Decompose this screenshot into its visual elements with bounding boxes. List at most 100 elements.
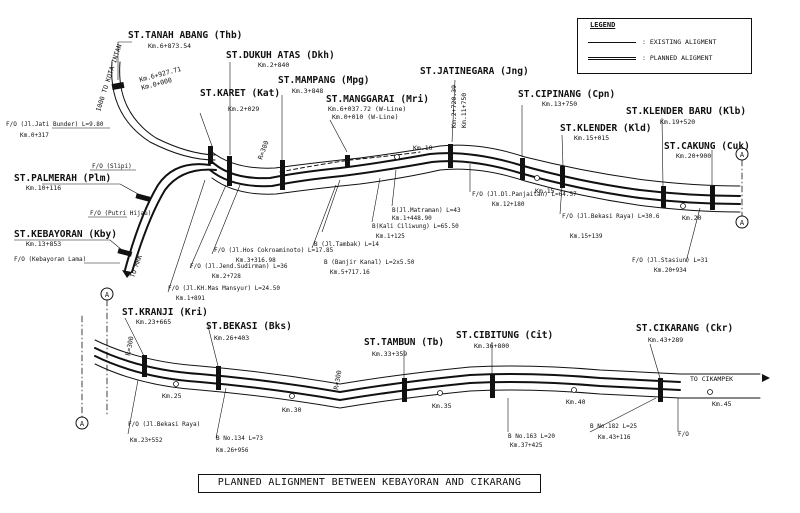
station-km: Km.19+520 (660, 118, 695, 126)
station-name: ST.TAMBUN (Tb) (364, 337, 444, 348)
leader-line (329, 119, 348, 153)
crossing-label: B(Jl.Matraman) L=43 (392, 207, 461, 214)
crossing-label: Km.23+552 (130, 437, 163, 444)
station-bar (345, 155, 350, 167)
station-km: Km.36+800 (474, 342, 509, 350)
station-km: Km.2+029 (228, 105, 259, 113)
leader-line (117, 41, 132, 80)
legend-existing-swatch (588, 42, 636, 43)
station-bar (111, 82, 125, 90)
crossing-label: Km.2+728 (212, 273, 241, 280)
station-km: Km.13+853 (26, 240, 61, 248)
km-post (571, 387, 577, 393)
crossing-label: F/O (Slipi) (92, 163, 132, 170)
km-post (707, 389, 713, 395)
station-km: Km.0+010 (W-Line) (332, 113, 399, 121)
station-km: Km.3+848 (292, 87, 323, 95)
km-post (534, 175, 540, 181)
crossing-label: Km.12+180 (492, 201, 525, 208)
legend-planned: : PLANNED ALIGMENT (584, 54, 749, 64)
crossing-label: F/O (Jl.Jati Bunder) L=9.80 (6, 121, 104, 128)
track-planned (94, 355, 681, 402)
track-existing (94, 339, 761, 385)
crossing-label: B (Jl.Tambak) L=14 (314, 241, 379, 248)
crossing-label: B(Kali Ciliwung) L=65.50 (372, 223, 459, 230)
km-post-label: Km.15 (535, 187, 555, 195)
station-bar (661, 186, 666, 208)
station-km: Km.6+037.72 (W-Line) (328, 105, 406, 113)
km-post-label: Km.10 (413, 144, 433, 152)
direction-label: TO MRK (128, 254, 144, 279)
leader-line (124, 317, 145, 357)
station-bar (520, 158, 525, 180)
leader-line (561, 134, 564, 167)
km-post (394, 154, 400, 160)
leader-line (661, 117, 664, 187)
station-bar (216, 366, 221, 390)
station-km: Km.33+359 (372, 350, 407, 358)
radius-label: R=300 (256, 139, 270, 160)
crossing-label: Km.37+425 (510, 442, 543, 449)
km-post-label: Km.45 (712, 400, 732, 408)
crossing-label: B No.182 L=25 (590, 423, 637, 430)
crossing-label: F/O (678, 431, 689, 438)
leader-line (589, 397, 657, 433)
radius-label: R=300 (332, 370, 343, 391)
station-bar (117, 248, 133, 257)
station-name: ST.PALMERAH (Plm) (14, 173, 111, 184)
km-post (437, 390, 443, 396)
station-km: Km.15+015 (574, 134, 609, 142)
km-post (289, 393, 295, 399)
diagram-title: PLANNED ALIGNMENT BETWEEN KEBAYORAN AND … (198, 474, 541, 493)
leader-line (211, 184, 241, 255)
leader-line (14, 239, 123, 251)
station-km: Km.20+900 (676, 152, 711, 160)
km-post (680, 203, 686, 209)
crossing-label: F/O (Jl.Bekasi Raya) L=30.6 (562, 213, 660, 220)
km-post-label: Km.35 (432, 402, 452, 410)
track-existing (111, 61, 216, 161)
station-km: Km.11+750 (460, 93, 468, 128)
station-bar (280, 160, 285, 190)
crossing-label: B No.134 L=73 (216, 435, 263, 442)
match-mark-label: A (80, 420, 85, 428)
leader-line (311, 184, 337, 249)
station-name: ST.KARET (Kat) (200, 88, 280, 99)
crossing-label: F/O (Jl.Dl.Panjaitan) L=64.57 (472, 191, 577, 198)
leader-line (167, 179, 206, 293)
match-mark (75, 416, 89, 430)
station-bar (227, 156, 232, 186)
crossing-label: F/O (Jl.Stasiun) L=31 (632, 257, 708, 264)
station-name: ST.KLENDER (Kld) (560, 123, 652, 134)
station-km: Km.43+289 (648, 336, 683, 344)
station-name: ST.MANGGARAI (Mri) (326, 94, 429, 105)
direction-label: TO CIKAMPEK (690, 375, 733, 383)
station-bar (448, 144, 453, 168)
station-km: Km.13+750 (542, 100, 577, 108)
legend-title: LEGEND (590, 21, 616, 29)
station-km: Km.6+873.54 (148, 42, 191, 50)
crossing-label: Km.0+317 (20, 132, 49, 139)
crossing-label: F/O (Jl.KH.Mas Mansyur) L=24.50 (168, 285, 280, 292)
direction-arrow (122, 270, 132, 278)
legend-existing-label: : EXISTING ALIGMENT (642, 38, 717, 46)
station-name: ST.JATINEGARA (Jng) (420, 66, 529, 77)
crossing-label: F/O (Putri Hijau) (90, 210, 151, 217)
track-planned (209, 160, 741, 205)
match-mark-label: A (740, 219, 745, 227)
crossing-label: B (Banjir Kanal) L=2x5.50 (324, 259, 415, 266)
track-existing (211, 168, 741, 213)
km-post-label: Km.40 (566, 398, 586, 406)
station-name: ST.CIPINANG (Cpn) (518, 89, 615, 100)
crossing-label: F/O (Jl.Jend.Sudirman) L=36 (190, 263, 288, 270)
crossing-label: F/O (Jl.Bekasi Raya) (128, 421, 200, 428)
legend-planned-swatch (588, 57, 636, 60)
match-mark (735, 215, 749, 229)
leader-line (199, 112, 213, 147)
km-post-label: Km.30 (282, 406, 302, 414)
station-km: Km.10+116 (26, 184, 61, 192)
crossing-label: Km.15+139 (570, 233, 603, 240)
crossing-label: Km.1+891 (176, 295, 205, 302)
track-planned (124, 163, 211, 271)
